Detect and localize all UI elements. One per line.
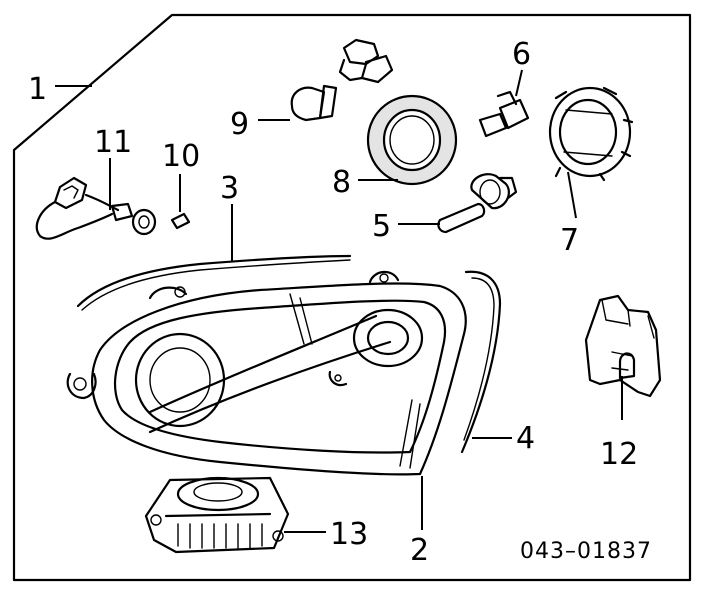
svg-text:7: 7: [560, 223, 579, 258]
part-5-halogen-bulb: 5: [372, 173, 518, 244]
svg-text:13: 13: [330, 517, 368, 552]
callout-1: 1: [28, 72, 92, 107]
svg-text:4: 4: [516, 421, 535, 456]
part-11-wiring-harness: 11: [35, 125, 157, 240]
svg-text:1: 1: [28, 72, 47, 107]
svg-text:9: 9: [230, 107, 249, 142]
part-9-wedge-bulb: 9: [230, 38, 394, 142]
svg-text:11: 11: [94, 125, 132, 160]
diagram-frame: [12, 13, 692, 582]
part-3-trim-molding: 3: [76, 171, 352, 311]
part-4-side-trim: 4: [460, 270, 535, 456]
part-2-headlamp-assembly: 2: [66, 270, 467, 568]
part-7-bulb-cap: 7: [548, 86, 634, 258]
svg-text:8: 8: [332, 165, 351, 200]
svg-text:12: 12: [600, 437, 638, 472]
part-6-bulb: 6: [478, 37, 531, 138]
svg-text:5: 5: [372, 209, 391, 244]
svg-text:6: 6: [512, 37, 531, 72]
svg-text:3: 3: [220, 171, 239, 206]
svg-text:2: 2: [410, 533, 429, 568]
part-13-ballast-unit: 13: [144, 476, 368, 554]
diagram-code: 043–01837: [520, 539, 652, 564]
part-10-grommet: 10: [162, 139, 200, 230]
svg-text:10: 10: [162, 139, 200, 174]
part-12-bracket-clip: 12: [584, 294, 662, 472]
part-8-seal-ring: 8: [332, 94, 458, 200]
